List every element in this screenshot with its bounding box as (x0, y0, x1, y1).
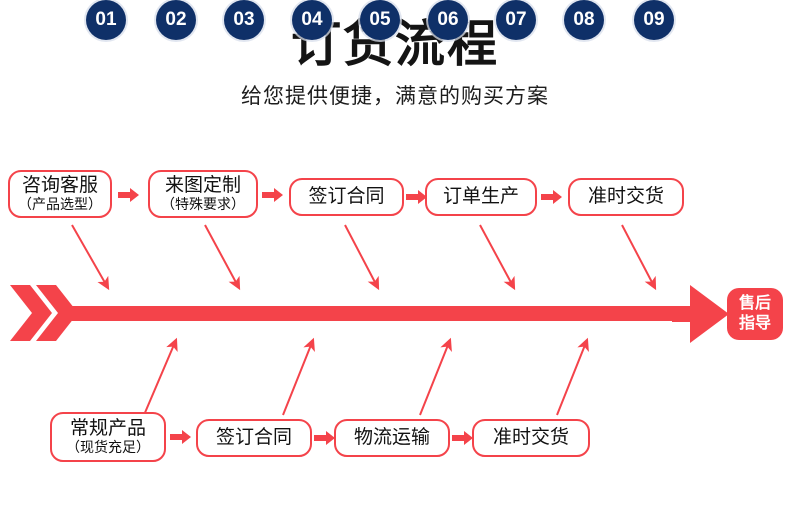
top-step-box-4[interactable]: 订单生产 (425, 178, 537, 216)
timeline-step-9[interactable]: 09 (634, 0, 674, 40)
top-step-box-4-title: 订单生产 (442, 186, 519, 208)
bottom-step-box-2-title: 签订合同 (215, 427, 292, 449)
top-step-box-2-title: 来图定制 (164, 175, 241, 197)
top-box-arrow-2-icon (262, 188, 283, 202)
timeline-arrowhead-icon (672, 285, 729, 343)
timeline-step-1[interactable]: 01 (86, 0, 126, 40)
bottom-box-arrow-3-icon (452, 431, 473, 445)
timeline-step-5-number: 05 (369, 9, 391, 30)
page-subtitle: 给您提供便捷，满意的购买方案 (241, 85, 549, 108)
bottom-step-box-1-title: 常规产品 (69, 418, 146, 440)
top-step-box-1-note: （产品选型） (18, 196, 102, 213)
timeline-step-2[interactable]: 02 (156, 0, 196, 40)
timeline-step-4[interactable]: 04 (292, 0, 332, 40)
bottom-step-box-3-title: 物流运输 (353, 427, 430, 449)
timeline-step-6-number: 06 (437, 9, 459, 30)
bottom-box-arrow-2-icon (314, 431, 335, 445)
bottom-connector-arrows (143, 337, 589, 416)
after-sales-badge-line2: 指导 (738, 315, 771, 332)
timeline-step-7[interactable]: 07 (496, 0, 536, 40)
bottom-step-box-3[interactable]: 物流运输 (334, 419, 450, 457)
timeline-step-2-number: 02 (165, 9, 187, 30)
top-box-arrow-1-icon (118, 188, 139, 202)
timeline-step-5[interactable]: 05 (360, 0, 400, 40)
bottom-step-box-4-title: 准时交货 (492, 427, 569, 449)
bottom-step-box-1[interactable]: 常规产品 （现货充足） (50, 412, 166, 462)
timeline-step-6[interactable]: 06 (428, 0, 468, 40)
timeline-step-4-number: 04 (301, 9, 323, 30)
top-step-box-5-title: 准时交货 (587, 186, 664, 208)
top-box-arrow-4-icon (541, 190, 562, 204)
bottom-box-arrow-1-icon (170, 430, 191, 444)
top-connector-arrows (71, 224, 657, 291)
bottom-step-box-2[interactable]: 签订合同 (196, 419, 312, 457)
timeline-step-3[interactable]: 03 (224, 0, 264, 40)
timeline-step-7-number: 07 (505, 9, 527, 30)
top-step-box-3[interactable]: 签订合同 (289, 178, 404, 216)
after-sales-badge[interactable]: 售后 指导 (727, 288, 783, 340)
top-step-box-3-title: 签订合同 (308, 186, 385, 208)
top-step-box-1[interactable]: 咨询客服 （产品选型） (8, 170, 112, 218)
bottom-step-box-1-note: （现货充足） (66, 439, 150, 456)
top-step-box-5[interactable]: 准时交货 (568, 178, 684, 216)
bottom-step-box-4[interactable]: 准时交货 (472, 419, 590, 457)
timeline-step-8-number: 08 (573, 9, 595, 30)
timeline-step-1-number: 01 (95, 9, 117, 30)
timeline-step-8[interactable]: 08 (564, 0, 604, 40)
top-step-box-1-title: 咨询客服 (21, 175, 98, 197)
timeline-rail (60, 306, 685, 321)
double-chevron-icon (10, 285, 78, 341)
after-sales-badge-line1: 售后 (738, 295, 771, 312)
timeline-step-3-number: 03 (233, 9, 255, 30)
top-step-box-2-note: （特殊要求） (161, 196, 245, 213)
timeline-step-9-number: 09 (643, 9, 665, 30)
top-box-arrow-3-icon (406, 190, 427, 204)
top-step-box-2[interactable]: 来图定制 （特殊要求） (148, 170, 258, 218)
